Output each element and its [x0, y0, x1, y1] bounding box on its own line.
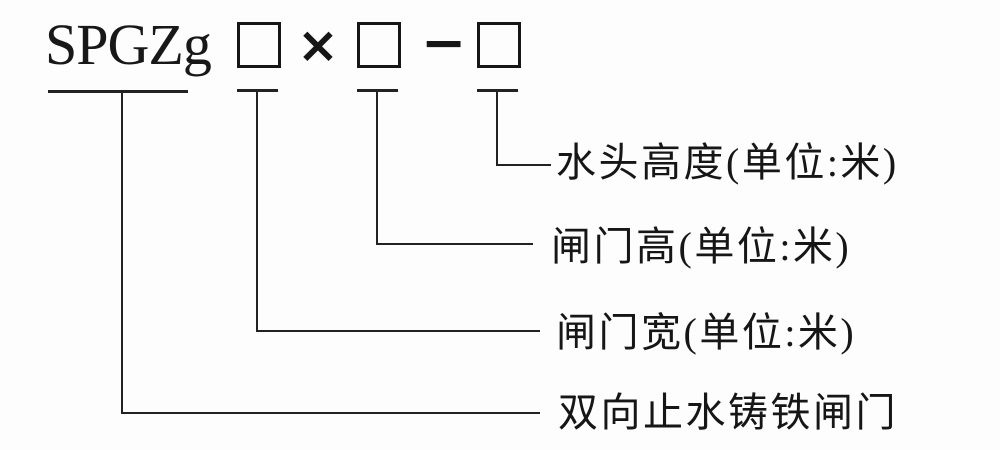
leader-line-gate-width — [256, 91, 540, 332]
gate-height-placeholder-box — [357, 22, 401, 68]
model-prefix-underline — [48, 90, 188, 93]
leader-line-product-name — [121, 92, 540, 414]
label-product-name: 双向止水铸铁闸门 — [558, 390, 898, 435]
head-height-box-underline — [477, 89, 518, 92]
multiply-sign: × — [297, 16, 339, 74]
leader-line-gate-height — [376, 91, 533, 245]
leader-line-head-height — [496, 91, 551, 166]
label-gate-height: 闸门高(单位:米) — [551, 224, 852, 269]
gate-width-box-underline — [237, 89, 278, 92]
gate-height-box-underline — [357, 89, 398, 92]
gate-width-placeholder-box — [237, 22, 281, 68]
model-prefix-text: SPGZg — [45, 12, 212, 77]
head-height-placeholder-box — [477, 22, 521, 68]
label-gate-width: 闸门宽(单位:米) — [556, 310, 857, 355]
label-head-height: 水头高度(单位:米) — [556, 140, 899, 185]
